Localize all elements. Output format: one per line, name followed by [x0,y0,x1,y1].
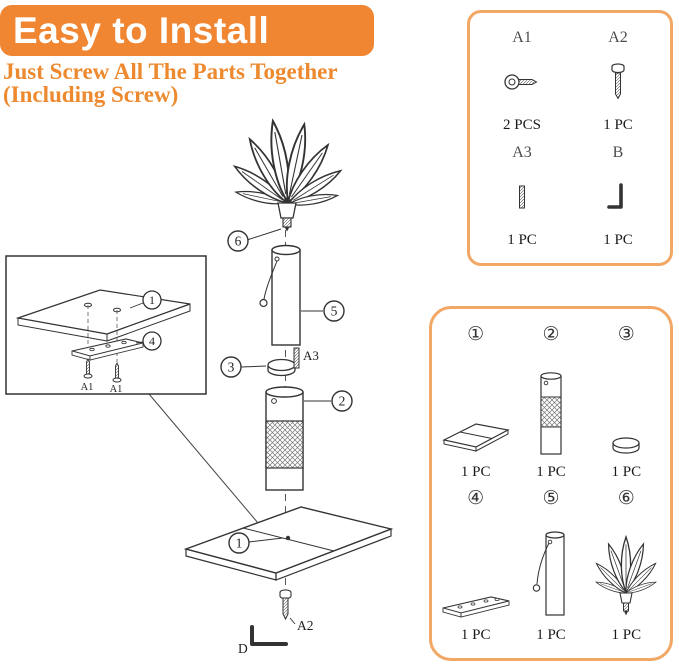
svg-text:1: 1 [149,293,155,307]
svg-text:2: 2 [339,394,346,409]
plant-callout: 6 [227,228,282,252]
hardware-label: A2 [608,29,628,46]
hardware-qty: 1 PC [603,117,633,133]
part-qty: 1 PC [611,463,642,480]
part-number: ⑤ [542,486,560,509]
parts-item-2: ② 1 PC [513,321,588,485]
svg-text:1: 1 [236,536,243,551]
part-qty: 1 PC [460,627,491,643]
subtitle-line-1: Just Screw All The Parts Together [3,59,338,84]
part-number: ⑥ [617,486,635,509]
svg-text:A1: A1 [110,384,123,395]
part-number: ③ [617,323,635,345]
part-qty: 1 PC [536,463,566,480]
hardware-list-box: A1 2 PCS A2 1 PC A3 [467,10,673,266]
base-assembly-inset: A1 A1 1 4 [5,255,207,395]
hardware-item-b: B 1 PC [570,140,666,255]
hardware-item-a3: A3 1 PC [474,140,570,255]
threaded-stud-a3: A3 [293,347,319,369]
top-pole-part [259,244,301,346]
base-board-icon [440,345,512,464]
parts-item-5: ⑤ 1 PC [513,485,588,649]
hardware-qty: 1 PC [603,232,633,248]
parts-list-box: ① 1 PC ② 1 PC [429,306,673,661]
parts-item-1: ① 1 PC [438,321,513,485]
top-pole-callout: 5 [301,300,345,322]
inset-screw-right [112,361,122,383]
inset-connector-line [148,393,259,524]
parts-item-4: ④ 1 PC [438,485,513,649]
round-cap-part [267,358,296,377]
svg-text:4: 4 [149,334,155,348]
svg-text:6: 6 [235,234,242,249]
subtitle-line-2: (Including Screw) [3,82,179,108]
top-pole-icon [529,509,573,628]
hardware-label: A1 [512,29,532,46]
round-cap-icon [608,345,644,464]
svg-text:D: D [238,641,248,656]
long-bolt-icon [608,47,628,117]
threaded-stud-icon [515,162,529,232]
part-qty: 1 PC [460,463,491,480]
plant-topper-part [230,118,345,232]
hardware-item-a2: A2 1 PC [570,25,666,140]
parts-item-6: ⑥ 1 PC [589,485,664,649]
part-qty: 1 PC [611,627,642,643]
scratch-post-icon [532,345,570,464]
allen-key-icon [604,162,632,232]
svg-text:5: 5 [331,304,338,319]
part-qty: 1 PC [536,627,566,643]
base-board-callout: 1 [228,532,284,554]
cap-callout: 3 [220,356,267,378]
hardware-item-a1: A1 2 PCS [474,25,570,140]
part-number: ① [467,323,485,345]
svg-text:A1: A1 [81,382,94,393]
allen-key-tool: D [238,625,288,656]
base-board-part [183,506,394,581]
inset-screw-left [83,357,93,379]
subtitle: Just Screw All The Parts Together (Inclu… [3,60,338,107]
plant-topper-icon [594,509,659,628]
page-title: Easy to Install [13,9,270,51]
mounting-plate-icon [439,509,513,628]
scratch-post-part [265,386,304,491]
svg-text:A3: A3 [303,348,319,363]
parts-item-3: ③ 1 PC [589,321,664,485]
hardware-qty: 2 PCS [503,117,541,133]
scratch-post-callout: 2 [304,390,353,412]
hardware-label: A3 [512,144,532,161]
hardware-label: B [612,144,624,161]
title-banner: Easy to Install [0,5,374,56]
svg-text:A2: A2 [297,618,314,633]
bottom-screw-a2: A2 [279,589,314,633]
part-number: ② [542,323,560,345]
svg-text:3: 3 [228,360,235,375]
short-screw-icon [502,47,542,117]
hardware-qty: 1 PC [507,232,537,248]
part-number: ④ [467,486,485,509]
